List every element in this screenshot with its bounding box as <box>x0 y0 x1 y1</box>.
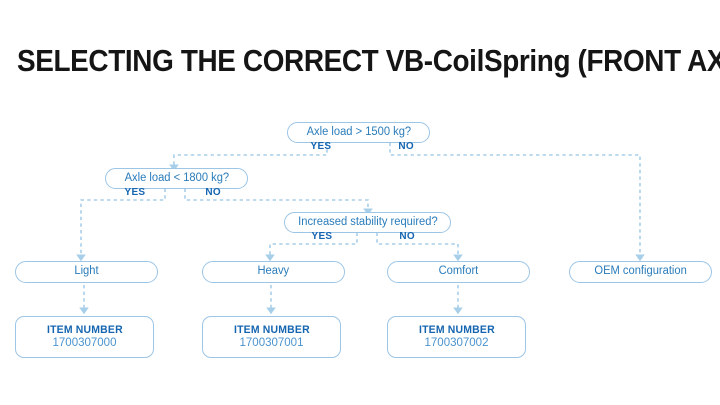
decision-node-label: Axle load > 1500 kg? <box>306 125 411 138</box>
wire-d3-no-to-comfort <box>376 226 463 262</box>
branch-label-d1-yes: YES <box>310 140 332 152</box>
decision-node-axle-load-1800[interactable]: Axle load < 1800 kg? <box>105 168 248 189</box>
branch-label-d2-yes: YES <box>124 186 146 198</box>
result-node-label: OEM configuration <box>594 265 687 278</box>
result-node-comfort[interactable]: Comfort <box>387 261 530 283</box>
item-number-box-light[interactable]: ITEM NUMBER 1700307000 <box>15 316 154 358</box>
wire-d3-yes-to-heavy <box>265 226 358 262</box>
decision-node-axle-load-1500[interactable]: Axle load > 1500 kg? <box>287 122 430 143</box>
item-number-heading: ITEM NUMBER <box>46 323 123 336</box>
result-node-label: Comfort <box>438 265 479 278</box>
item-number-heading: ITEM NUMBER <box>418 323 495 336</box>
branch-label-d3-yes: YES <box>311 230 333 242</box>
wire-d2-yes-to-light <box>76 182 166 262</box>
decision-node-increased-stability[interactable]: Increased stability required? <box>284 212 451 233</box>
wire-d1-no-to-oem <box>389 136 645 262</box>
result-node-label: Light <box>74 265 99 278</box>
result-node-heavy[interactable]: Heavy <box>202 261 345 283</box>
item-number-box-comfort[interactable]: ITEM NUMBER 1700307002 <box>387 316 526 358</box>
item-number-value: 1700307001 <box>239 336 304 349</box>
result-node-label: Heavy <box>257 265 290 278</box>
item-number-value: 1700307000 <box>52 336 117 349</box>
branch-label-d3-no: NO <box>399 230 415 242</box>
item-number-value: 1700307002 <box>424 336 489 349</box>
wire-d1-yes-to-d2 <box>169 136 328 172</box>
decision-node-label: Increased stability required? <box>297 215 438 228</box>
result-node-oem-configuration[interactable]: OEM configuration <box>569 261 712 283</box>
item-number-heading: ITEM NUMBER <box>233 323 310 336</box>
item-number-box-heavy[interactable]: ITEM NUMBER 1700307001 <box>202 316 341 358</box>
decision-node-label: Axle load < 1800 kg? <box>124 171 229 184</box>
page-title: SELECTING THE CORRECT VB-CoilSpring (FRO… <box>17 43 720 78</box>
wire-d2-no-to-d3 <box>184 182 373 216</box>
branch-label-d2-no: NO <box>205 186 221 198</box>
result-node-light[interactable]: Light <box>15 261 158 283</box>
branch-label-d1-no: NO <box>398 140 414 152</box>
